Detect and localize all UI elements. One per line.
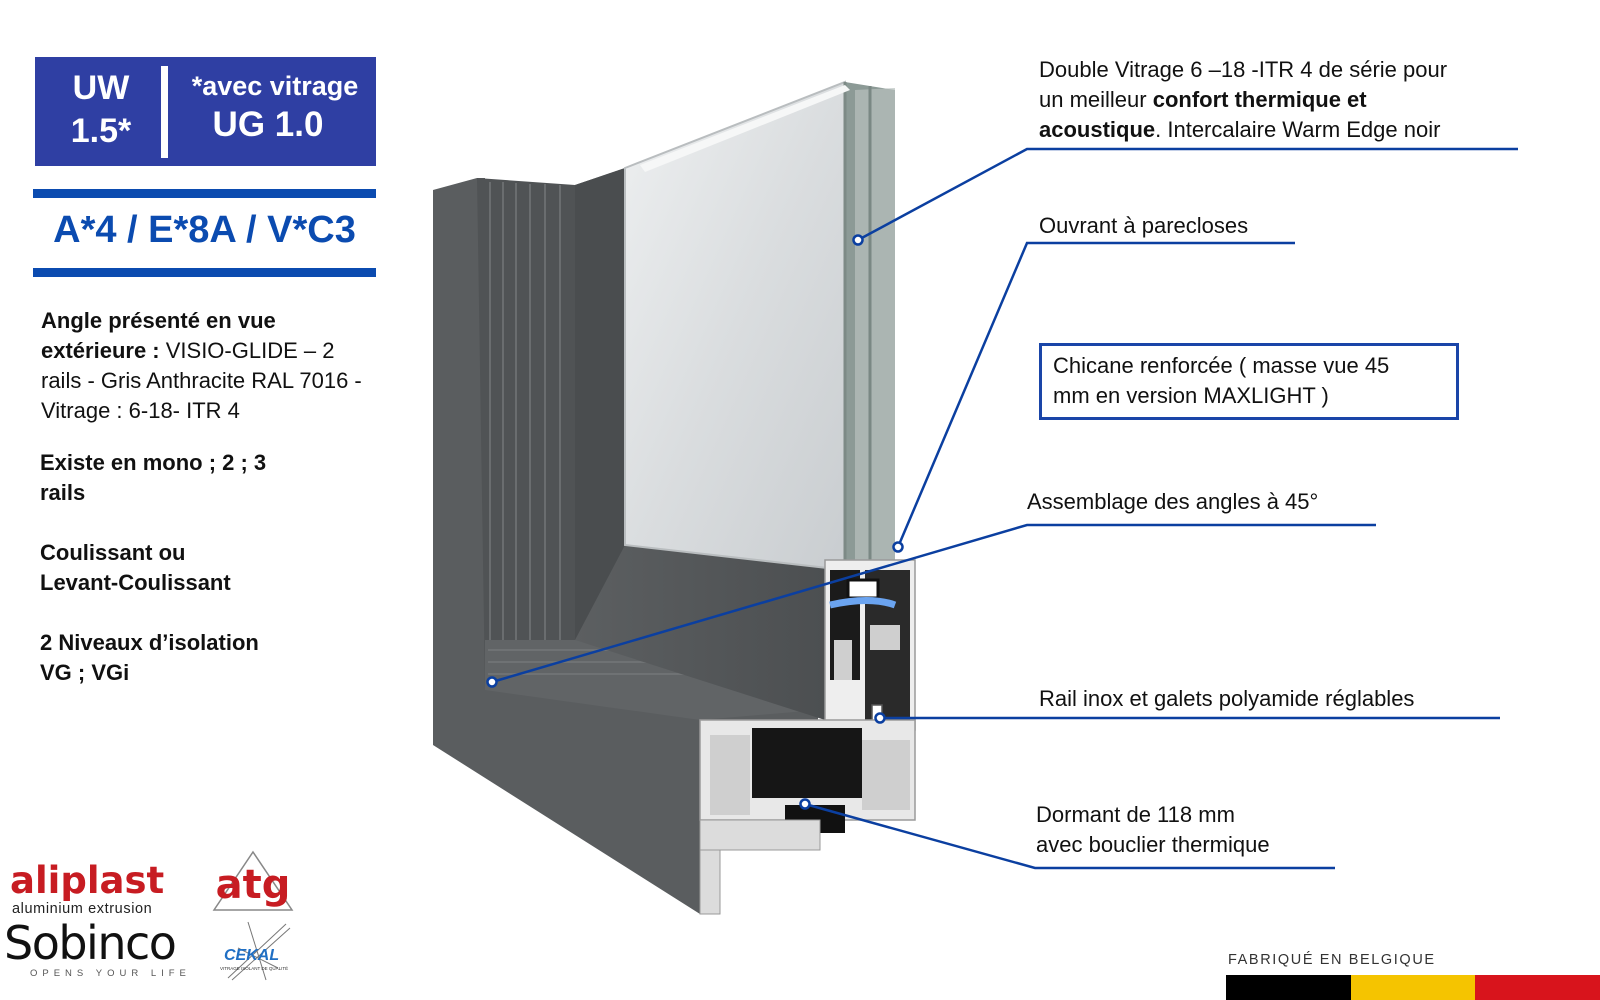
cekal-logo-text: CEKAL (224, 947, 279, 964)
class-rule-bottom (33, 268, 376, 277)
annotation-rail: Rail inox et galets polyamide réglables (1039, 686, 1415, 711)
rails-line-2: rails (40, 480, 86, 505)
annotation-glazing: Double Vitrage 6 –18 -ITR 4 de série pou… (1039, 55, 1447, 145)
leader-glazing (857, 147, 1518, 242)
insulation-line-2: VG ; VGi (40, 660, 130, 685)
frame-line-2: avec bouclier thermique (1036, 832, 1270, 857)
leader-dot-rail (874, 712, 886, 724)
glazing-line-3-a: acoustique (1039, 117, 1156, 142)
profile-section (699, 559, 916, 915)
cekal-logo-sub: VITRAGE ISOLANT DE QUALITÉ (220, 965, 288, 971)
aev-classification: A*4 / E*8A / V*C3 (53, 209, 356, 251)
glazing-line-1: Double Vitrage 6 –18 -ITR 4 de série pou… (1039, 57, 1448, 82)
glazing-line-2-b: confort thermique et (1152, 87, 1367, 112)
atg-logo-text: atg (216, 862, 291, 908)
cekal-logo: CEKAL VITRAGE ISOLANT DE QUALITÉ (220, 921, 291, 981)
opening-type-line-1: Coulissant ou (40, 540, 186, 565)
atg-logo: atg (212, 850, 294, 911)
aliplast-logo-sub: aluminium extrusion (12, 901, 153, 917)
ug-note-value: UG 1.0 (212, 105, 324, 144)
leader-corners (491, 523, 1376, 684)
annotation-sash: Ouvrant à parecloses (1039, 213, 1249, 238)
leader-dot-glazing (852, 234, 864, 246)
frame-line-1: Dormant de 118 mm (1036, 802, 1235, 827)
class-rule-top (33, 189, 376, 198)
double-glazing (624, 80, 895, 572)
sobinco-logo-name: Sobinco (4, 916, 177, 970)
aliplast-logo-name: aliplast (10, 859, 165, 902)
aliplast-logo: aliplast aluminium extrusion (10, 862, 164, 918)
sobinco-logo: Sobinco OPENS YOUR LIFE (4, 918, 191, 980)
leader-sash (896, 241, 1295, 548)
insulation-line-1: 2 Niveaux d’isolation (40, 630, 259, 655)
leader-dots (486, 234, 904, 810)
rails-availability: Existe en mono ; 2 ; 3 rails (40, 448, 266, 508)
opening-type: Coulissant ou Levant-Coulissant (40, 538, 231, 598)
uw-performance-box: UW 1.5* *avec vitrage UG 1.0 (35, 57, 376, 166)
uw-value: UW 1.5* (57, 67, 145, 153)
insulation-levels: 2 Niveaux d’isolation VG ; VGi (40, 628, 259, 688)
rails-line-1: Existe en mono ; 2 ; 3 (40, 450, 267, 475)
flag-yellow (1350, 975, 1476, 1000)
ug-note-label: *avec vitrage (191, 71, 359, 101)
leader-frame (804, 802, 1335, 870)
leader-lines (491, 147, 1518, 870)
annotation-chicane-box: Chicane renforcée ( masse vue 45 mm en v… (1039, 343, 1459, 420)
angle-description-lead: Angle présenté en vue extérieure : (41, 308, 276, 363)
angle-description-body: VISIO-GLIDE – 2 rails - Gris Anthracite … (41, 338, 362, 423)
annotation-chicane: Chicane renforcée ( masse vue 45 mm en v… (1053, 351, 1389, 411)
glazing-line-2-a: un meilleur (1039, 87, 1153, 112)
chicane-line-1: Chicane renforcée ( masse vue 45 (1053, 353, 1390, 378)
uw-label: UW (72, 69, 130, 107)
chicane-line-2: mm en version MAXLIGHT ) (1053, 383, 1329, 408)
glazing-line-3-b: . Intercalaire Warm Edge noir (1155, 117, 1441, 142)
annotation-corners: Assemblage des angles à 45° (1027, 489, 1319, 514)
glazing-line-2: un meilleur confort thermique et (1039, 85, 1447, 115)
leader-dot-frame (799, 798, 811, 810)
sobinco-logo-tagline: OPENS YOUR LIFE (30, 968, 191, 979)
ug-note: *avec vitrage UG 1.0 (185, 69, 365, 147)
angle-description: Angle présenté en vue extérieure : VISIO… (41, 306, 376, 426)
leader-dot-corners (486, 676, 498, 688)
uw-divider (161, 66, 168, 158)
belgian-flag-bar (1226, 975, 1600, 1000)
flag-red (1475, 975, 1600, 1000)
glazing-line-3: acoustique. Intercalaire Warm Edge noir (1039, 115, 1447, 145)
flag-black (1226, 975, 1351, 1000)
uw-number: 1.5* (70, 112, 132, 150)
leader-dot-sash (892, 541, 904, 553)
opening-type-line-2: Levant-Coulissant (40, 570, 231, 595)
made-in-belgium-label: FABRIQUÉ EN BELGIQUE (1228, 952, 1436, 968)
annotation-frame: Dormant de 118 mm avec bouclier thermiqu… (1036, 800, 1270, 860)
